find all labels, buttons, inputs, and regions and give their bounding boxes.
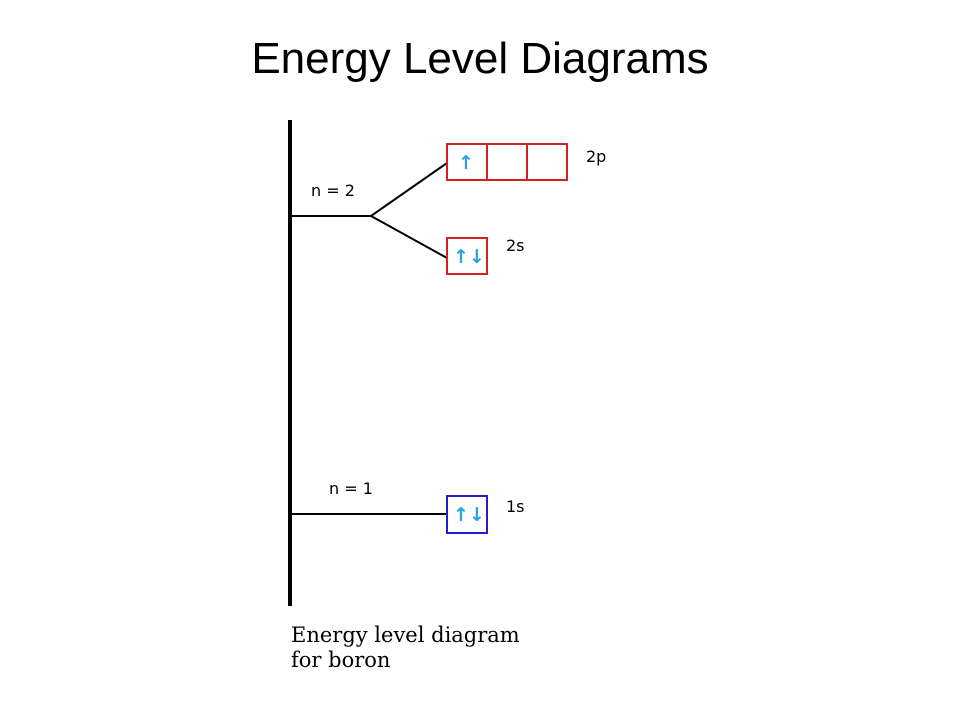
slide-title: Energy Level Diagrams xyxy=(251,34,709,83)
orbital-2p: ↑ 2p xyxy=(446,143,606,181)
n2-branch-2p xyxy=(370,162,448,217)
orbital-2s-label: 2s xyxy=(506,236,525,255)
orbital-1s-box xyxy=(446,495,488,534)
orbital-2p-spin-1: ↑ xyxy=(458,152,474,174)
orbital-2s-spin: ↑↓ xyxy=(453,246,485,268)
n2-label: n = 2 xyxy=(311,181,355,200)
caption-line-2: for boron xyxy=(291,648,391,672)
orbital-2s-box xyxy=(446,237,488,275)
orbital-2p-box-3 xyxy=(526,143,568,181)
caption-line-1: Energy level diagram xyxy=(291,623,520,647)
orbital-2s: ↑↓ 2s xyxy=(446,236,525,275)
orbital-1s-label: 1s xyxy=(506,497,525,516)
n1-label: n = 1 xyxy=(329,479,373,498)
n2-branch-2s xyxy=(370,215,448,259)
orbital-2p-label: 2p xyxy=(586,147,606,166)
diagram-caption: Energy level diagram for boron xyxy=(291,623,520,673)
orbital-2p-box-2 xyxy=(486,143,528,181)
orbital-1s-spin: ↑↓ xyxy=(453,504,485,526)
orbital-1s: ↑↓ 1s xyxy=(446,495,525,534)
